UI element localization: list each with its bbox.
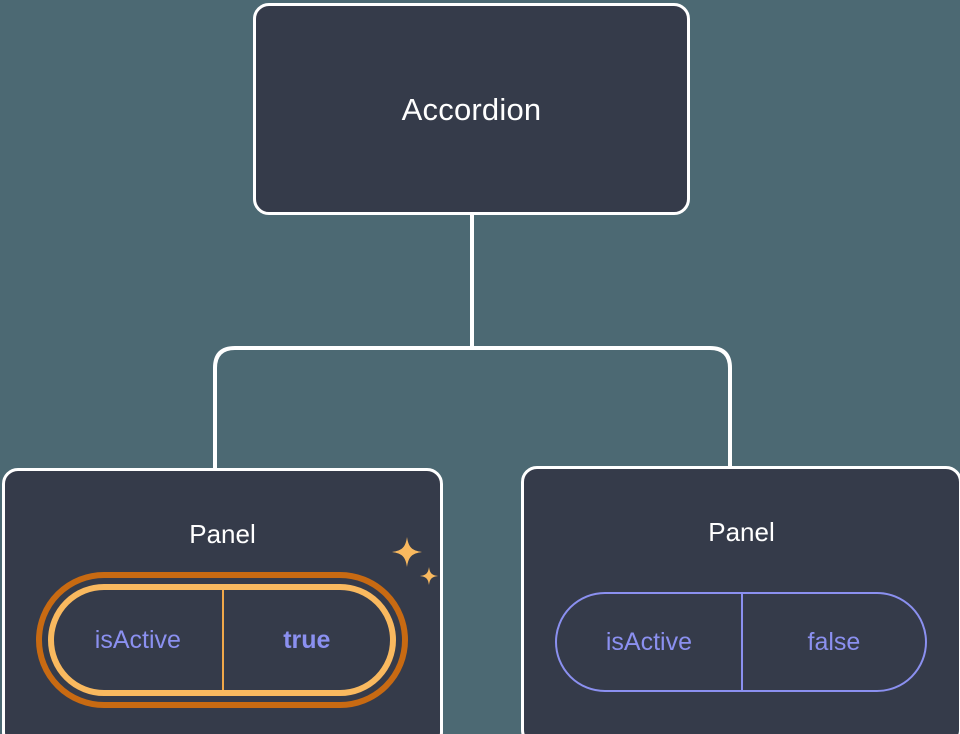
connector-branch-left <box>213 346 472 470</box>
node-accordion[interactable]: Accordion <box>253 3 690 215</box>
prop-pill-inner-ring: isActive true <box>48 584 396 696</box>
prop-key: isActive <box>557 594 743 690</box>
prop-value: true <box>283 625 331 654</box>
prop-value: false <box>807 627 861 656</box>
node-panel-active-title: Panel <box>189 519 256 549</box>
node-accordion-title: Accordion <box>401 91 542 127</box>
node-panel-inactive-title: Panel <box>708 517 775 547</box>
prop-key: isActive <box>54 590 224 690</box>
prop-pill-isactive-false[interactable]: isActive false <box>555 592 927 692</box>
connector-branch-right <box>472 346 732 470</box>
prop-pill-isactive-true[interactable]: isActive true <box>36 572 408 708</box>
